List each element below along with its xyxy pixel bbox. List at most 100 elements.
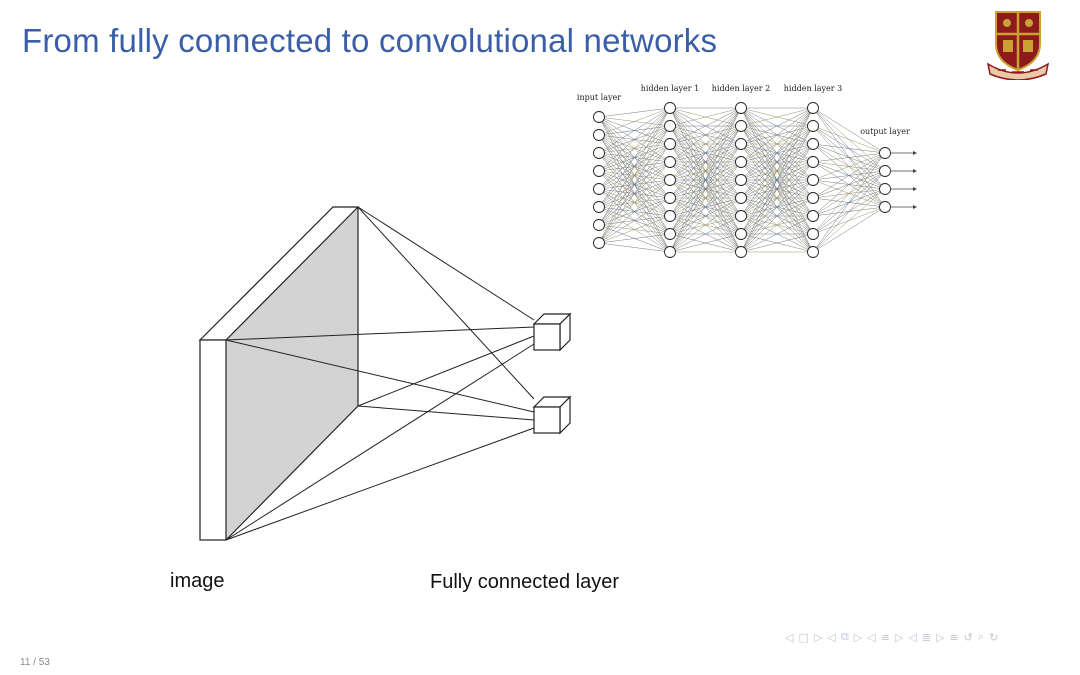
nav-section-icon[interactable]: ≡ bbox=[880, 630, 890, 644]
nn-node bbox=[664, 174, 676, 186]
nn-edge bbox=[740, 107, 814, 217]
nav-doc-icon[interactable]: ≣ bbox=[921, 630, 931, 644]
nn-edge bbox=[740, 197, 814, 253]
nn-node bbox=[664, 156, 676, 168]
nn-node bbox=[664, 138, 676, 150]
nn-edge bbox=[669, 107, 742, 181]
nn-node bbox=[735, 246, 747, 258]
nn-output-arrowhead bbox=[913, 205, 917, 209]
nn-edge bbox=[598, 179, 671, 244]
nn-edge bbox=[669, 107, 742, 253]
nn-edge bbox=[669, 107, 742, 127]
nav-doc-left-icon[interactable]: ◁ bbox=[908, 630, 917, 644]
nn-node bbox=[593, 237, 605, 249]
nn-edge bbox=[740, 143, 814, 253]
nn-edge bbox=[598, 107, 671, 136]
nn-node bbox=[807, 120, 819, 132]
nn-edge bbox=[812, 143, 886, 154]
nav-prev-icon[interactable]: ▷ bbox=[813, 630, 823, 644]
nn-edge bbox=[669, 107, 742, 199]
nn-edge bbox=[740, 215, 814, 253]
nav-section-left-icon[interactable]: ◁ bbox=[867, 630, 876, 644]
nn-node bbox=[593, 165, 605, 177]
nn-nodes bbox=[593, 102, 891, 258]
nav-zoom-icon[interactable]: ⌕ bbox=[977, 630, 985, 643]
nn-edge bbox=[812, 125, 886, 154]
nn-node bbox=[807, 192, 819, 204]
nn-edge bbox=[598, 107, 671, 172]
nav-search-icon[interactable]: ↺ bbox=[963, 630, 973, 644]
nn-edge bbox=[669, 161, 742, 253]
nn-edge bbox=[598, 107, 671, 154]
nn-edge bbox=[812, 152, 886, 253]
nn-node bbox=[735, 102, 747, 114]
nn-edge bbox=[740, 161, 814, 253]
image-to-fc-diagram bbox=[198, 206, 572, 541]
nav-subsection-right-icon[interactable]: ▷ bbox=[853, 630, 863, 644]
nn-output-arrowhead bbox=[913, 169, 917, 173]
nn-node bbox=[664, 120, 676, 132]
nn-edge bbox=[740, 107, 814, 127]
nn-edge bbox=[740, 107, 814, 163]
nn-node bbox=[879, 183, 891, 195]
nn-edge bbox=[740, 107, 814, 181]
nn-node bbox=[735, 138, 747, 150]
nn-layer-label: input layer bbox=[577, 93, 621, 102]
nav-section-right-icon[interactable]: ▷ bbox=[894, 630, 904, 644]
nn-edge bbox=[669, 107, 742, 217]
nn-edge bbox=[740, 107, 814, 253]
nn-edge bbox=[598, 215, 671, 244]
nn-node bbox=[593, 129, 605, 141]
nn-edge bbox=[669, 125, 742, 253]
nav-frame-icon[interactable]: □ bbox=[798, 630, 809, 644]
nn-edge bbox=[812, 152, 886, 181]
nn-node bbox=[735, 174, 747, 186]
nn-edge bbox=[740, 179, 814, 253]
nn-edge bbox=[740, 125, 814, 253]
nn-output-arrowhead bbox=[913, 151, 917, 155]
nn-edge bbox=[598, 197, 671, 244]
nn-layer-label: hidden layer 1 bbox=[641, 84, 699, 93]
image-caption: image bbox=[170, 570, 225, 592]
university-crest-logo bbox=[986, 11, 1050, 80]
beamer-navigation: ◁ □ ▷ ◁ ⧉ ▷ ◁ ≡ ▷ ◁ ≣ ▷ ≡ ↺ ⌕ ↻ bbox=[785, 628, 998, 646]
nn-layer-label: output layer bbox=[860, 127, 910, 136]
nn-edge bbox=[812, 152, 886, 163]
nn-edge bbox=[598, 161, 671, 244]
image-to-fc-connections bbox=[225, 206, 535, 541]
nn-edge bbox=[669, 179, 742, 253]
nn-edge bbox=[598, 143, 671, 244]
nn-connections bbox=[598, 107, 886, 253]
nn-node bbox=[879, 147, 891, 159]
nav-first-icon[interactable]: ◁ bbox=[785, 630, 794, 644]
nav-back-icon[interactable]: ↻ bbox=[989, 630, 999, 644]
nn-edge bbox=[669, 197, 742, 253]
slide-title: From fully connected to convolutional ne… bbox=[22, 22, 718, 59]
nn-node bbox=[879, 165, 891, 177]
nn-edge bbox=[740, 107, 814, 235]
nn-node bbox=[593, 201, 605, 213]
nn-edge bbox=[740, 233, 814, 253]
nn-node bbox=[807, 138, 819, 150]
nn-node bbox=[735, 228, 747, 240]
nn-edge bbox=[812, 152, 886, 217]
nav-align-icon[interactable]: ≡ bbox=[949, 630, 959, 644]
nn-node bbox=[593, 219, 605, 231]
nn-edge bbox=[598, 233, 671, 244]
nn-node bbox=[807, 246, 819, 258]
nn-node bbox=[735, 156, 747, 168]
nav-frame-stack-icon[interactable]: ⧉ bbox=[840, 630, 849, 643]
nn-edge bbox=[740, 107, 814, 199]
nn-edge bbox=[812, 188, 886, 253]
nav-doc-right-icon[interactable]: ▷ bbox=[935, 630, 945, 644]
nn-edge bbox=[669, 107, 742, 235]
nn-node bbox=[735, 210, 747, 222]
nn-node bbox=[593, 183, 605, 195]
nav-subsection-left-icon[interactable]: ◁ bbox=[827, 630, 836, 644]
nn-layer-label: hidden layer 2 bbox=[712, 84, 770, 93]
nn-node bbox=[593, 111, 605, 123]
nn-edge bbox=[669, 233, 742, 253]
nn-edge bbox=[740, 107, 814, 145]
image-front-face bbox=[226, 207, 358, 540]
